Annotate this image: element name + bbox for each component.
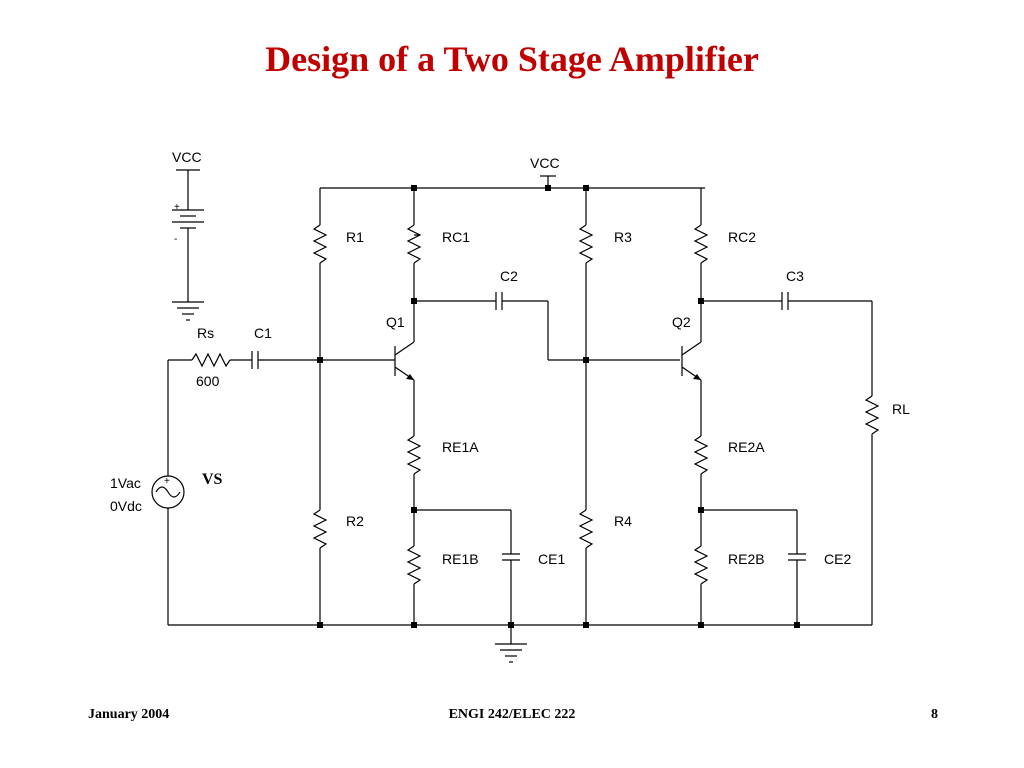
vs-dc-label: 0Vdc <box>110 498 142 514</box>
slide-title: Design of a Two Stage Amplifier <box>265 39 759 79</box>
c1-label: C1 <box>254 325 272 341</box>
re1a-label: RE1A <box>442 439 479 455</box>
r3-label: R3 <box>614 229 632 245</box>
rc1-label: RC1 <box>442 229 470 245</box>
rl-resistor <box>864 395 880 625</box>
vcc-rail-label: VCC <box>530 155 560 171</box>
q2-label: Q2 <box>672 314 691 330</box>
battery-minus-label: - <box>174 234 177 245</box>
rl-label: RL <box>892 401 910 417</box>
re1b-resistor <box>406 545 422 625</box>
c2-label: C2 <box>500 268 518 284</box>
q2-transistor <box>681 341 702 436</box>
c3-capacitor <box>701 292 873 396</box>
re1b-label: RE1B <box>442 551 479 567</box>
re2a-resistor <box>693 435 709 546</box>
ce1-capacitor <box>414 509 520 625</box>
battery-plus-label: + <box>174 202 180 213</box>
c3-label: C3 <box>786 268 804 284</box>
q1-label: Q1 <box>386 314 405 330</box>
rc1-resistor <box>406 188 422 342</box>
r1-label: R1 <box>346 229 364 245</box>
ce2-label: CE2 <box>824 551 851 567</box>
re1a-resistor <box>406 435 422 546</box>
rc2-resistor <box>693 188 709 342</box>
vcc-rail <box>320 175 705 191</box>
vcc-supply-label: VCC <box>172 149 202 165</box>
ce1-label: CE1 <box>538 551 565 567</box>
r1-resistor <box>312 188 328 360</box>
ce2-capacitor <box>701 509 806 625</box>
c2-capacitor <box>414 292 680 363</box>
r2-label: R2 <box>346 513 364 529</box>
re2b-label: RE2B <box>728 551 765 567</box>
footer-date: January 2004 <box>88 707 170 722</box>
ground-symbol-main <box>495 625 527 663</box>
r2-resistor <box>312 360 328 625</box>
rs-value-label: 600 <box>196 373 220 389</box>
r4-resistor <box>578 360 594 625</box>
vs-ac-label: 1Vac <box>110 475 141 491</box>
input-source: + <box>151 351 395 625</box>
re2a-label: RE2A <box>728 439 765 455</box>
footer-course: ENGI 242/ELEC 222 <box>448 707 576 722</box>
vs-label: VS <box>202 471 223 488</box>
ground-symbol-battery <box>172 301 204 321</box>
ground-rail <box>168 622 872 628</box>
vcc-battery: + - <box>172 169 204 302</box>
re2b-resistor <box>693 545 709 625</box>
q1-transistor <box>394 341 415 436</box>
rc2-label: RC2 <box>728 229 756 245</box>
rs-resistor <box>191 352 231 368</box>
rs-label: Rs <box>197 325 214 341</box>
footer-page-number: 8 <box>931 707 938 722</box>
r3-resistor <box>578 188 594 360</box>
r4-label: R4 <box>614 513 632 529</box>
vs-plus-label: + <box>164 476 170 487</box>
